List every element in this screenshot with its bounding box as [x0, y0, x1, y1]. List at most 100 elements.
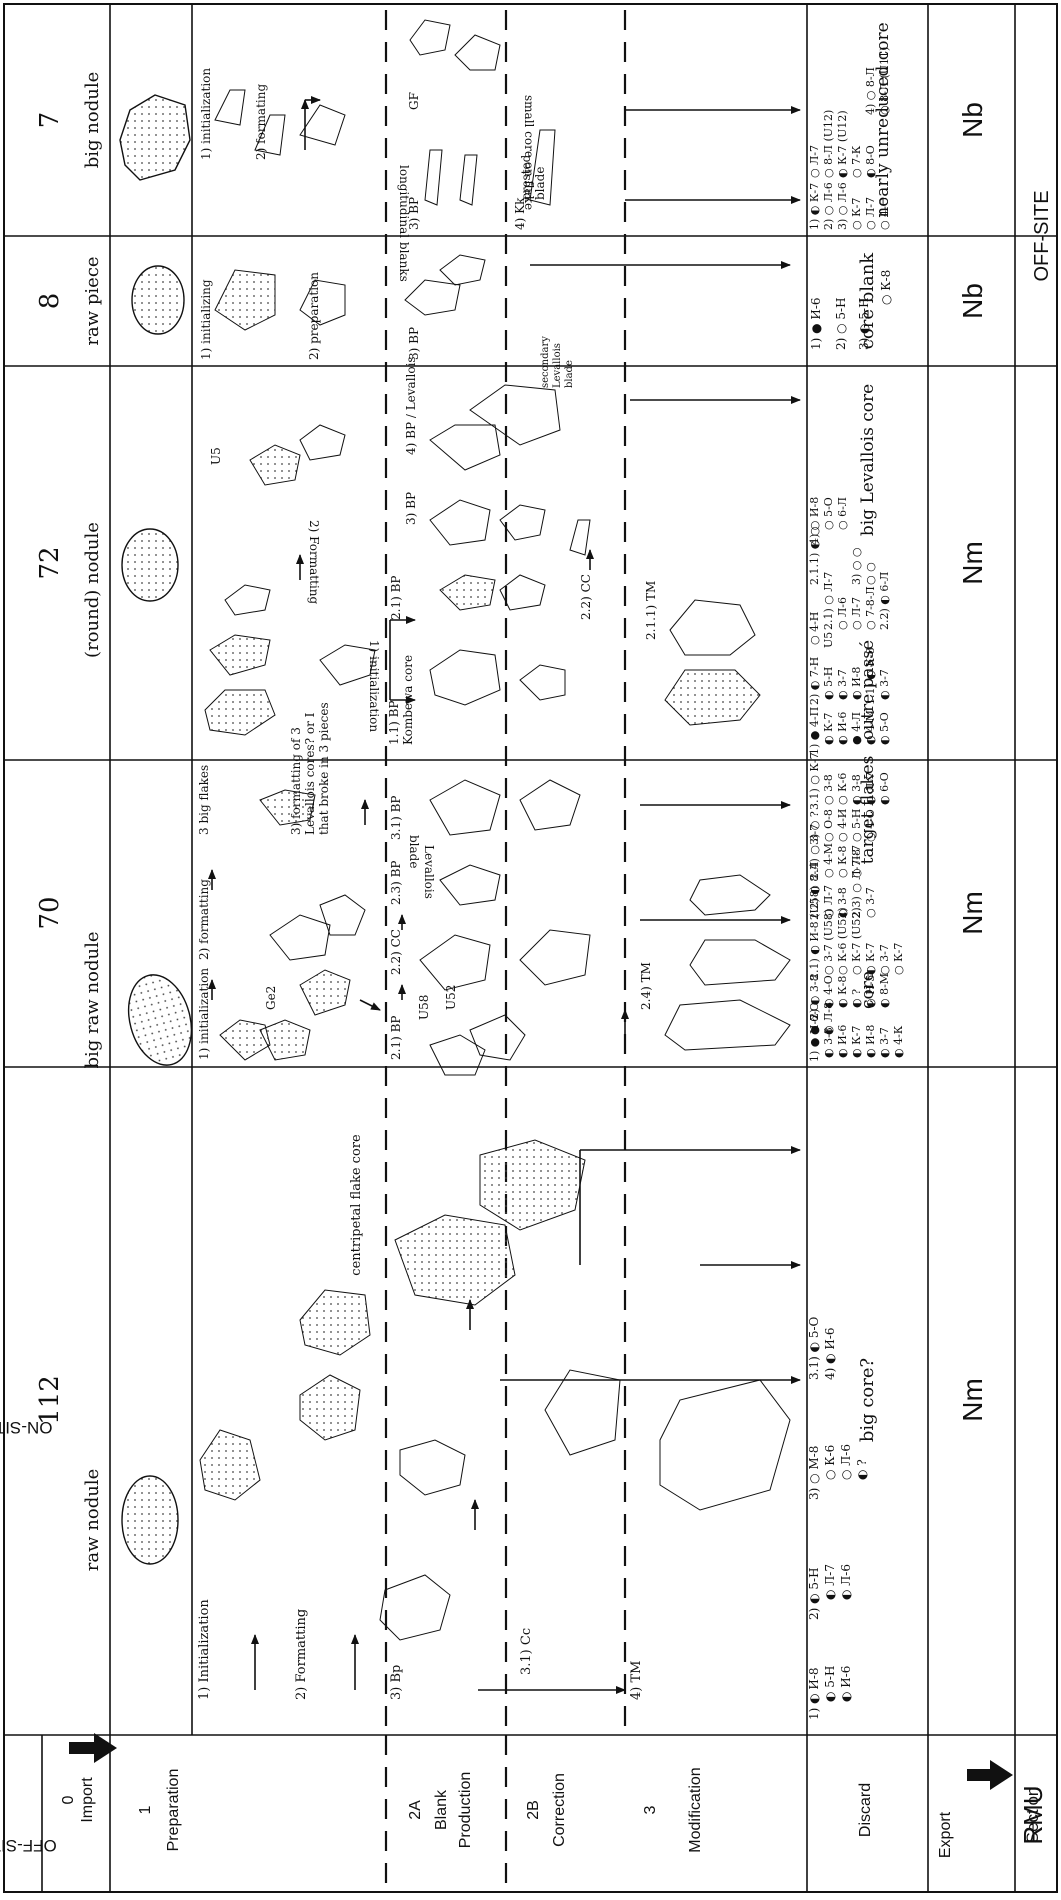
blank-sketch: [425, 150, 442, 205]
col-70-discard-block-7: 3.1) ○ К-7: [808, 752, 821, 810]
row-label-discard: Discard: [857, 1783, 874, 1837]
row-label-preparation: Preparation: [165, 1769, 182, 1852]
off-site-label-bottom: OFF-SITE: [0, 1836, 57, 1855]
flake-sketch: [320, 895, 365, 935]
col-72-discard-8: ◐ 5-Н: [822, 667, 835, 700]
raw-nodule-sketch: [122, 1476, 178, 1564]
col-7-gf: GF: [407, 92, 421, 110]
col-70-ge2: Ge2: [264, 986, 278, 1010]
tool-sketch: [665, 670, 760, 725]
core-sketch: [395, 1215, 515, 1305]
flake-sketch: [430, 500, 490, 545]
col-70-step-31: 3.1) BP: [389, 796, 403, 840]
export-arrow-icon: [967, 1760, 1013, 1790]
col-112-export: big core?: [857, 1358, 878, 1442]
col-112-step-3: 3) Bp: [389, 1665, 404, 1700]
col-7-discard-8: ○ 7-К: [850, 145, 863, 178]
col-72-discard-14: ○ 4-Н: [808, 612, 821, 645]
off-site-label: OFF-SITE: [1031, 190, 1053, 281]
col-7-small-core: small core on flake: [522, 95, 536, 210]
col-70-levallois: Levallois: [422, 845, 436, 899]
row-number-modification: 3: [642, 1805, 659, 1814]
flake-sketch: [300, 105, 345, 145]
col-70-step-1: 1) initialization: [197, 968, 211, 1060]
col-72-discard-6: ◐ 5-О: [878, 712, 891, 745]
col-72-discard-19: 2.2) ◐ 6-Л: [878, 572, 891, 630]
flake-sketch: [300, 970, 350, 1015]
col-70-blade: blade: [407, 835, 421, 868]
col-70-step-21: 2.1) BP: [389, 1016, 403, 1060]
col-112-discard-4: 2) ◐ 5-Н: [807, 1567, 821, 1620]
col-72-secondary: secondary: [540, 336, 551, 388]
row-label-modification: Modification: [687, 1767, 704, 1852]
col-70-discard-21: ◐ 3-8: [836, 887, 849, 918]
col-112-discard-9: ○ Л-6: [839, 1444, 853, 1480]
col-72-step-21: 2.1) BP: [389, 576, 403, 620]
flake-sketch: [440, 865, 500, 905]
core-sketch: [470, 385, 560, 445]
col-72-discard-21: 3) ○ ○: [850, 548, 863, 585]
col-72-discard-3: ◐ И-6: [836, 712, 849, 745]
col-112-discard-1: 1) ◐ И-8: [807, 1667, 821, 1720]
correction-sketch: [545, 1370, 620, 1455]
col-70-step-3d: that broke in 3 pieces: [317, 702, 331, 835]
col-70-discard-13: ◐ 8-М: [878, 973, 891, 1008]
col-70-discard-20: ○ Л-7: [822, 885, 835, 918]
col-72-step-4: 4) BP / Levallois: [404, 356, 418, 455]
row-number-correction: 2B: [525, 1800, 542, 1820]
col-8-number: 8: [35, 293, 65, 310]
col-72-discard-16: ○ Л-6: [836, 597, 849, 630]
col-70-export-target: target flakes: [858, 756, 878, 865]
col-7-step-1: 1) initialization: [199, 68, 213, 160]
flake-sketch: [220, 1020, 270, 1060]
row-number-blank: 2A: [407, 1800, 424, 1820]
phase-separators: [386, 10, 625, 1890]
col-72-raw: (round) nodule: [82, 522, 103, 658]
col-70-discard-10: ◐ К-8: [836, 976, 849, 1008]
col-7-discard-4: ○ 8-Л (U12): [822, 110, 835, 178]
col-112-raw: raw nodule: [82, 1469, 103, 1571]
flake-sketch: [270, 915, 330, 960]
row-label-correction: Correction: [551, 1773, 568, 1847]
tool-sketch: [690, 875, 770, 915]
col-112-discard-6: ◐ Л-6: [839, 1564, 853, 1600]
col-7-discard-2: ○ Л-7: [808, 145, 821, 178]
col-70-discard-19: ○ К-7: [892, 943, 905, 975]
col-72-discard-13: U5: [822, 632, 835, 648]
core-sketch: [480, 1140, 585, 1230]
col-112-step-2: 2) Formatting: [294, 1609, 309, 1700]
col-70-discard-31: ○ 3-8: [822, 774, 835, 805]
col-70-number: 70: [35, 896, 65, 929]
row-number-import: 0: [60, 1795, 77, 1804]
col-8-discard-4: ○ К-8: [879, 270, 893, 305]
col-72-step-22: 2.2) CC: [579, 574, 593, 620]
col-112-discard-8: ○ К-6: [823, 1445, 837, 1480]
col-7-longitudinal: longitudinal blanks: [397, 165, 411, 282]
column-112: 112 raw nodule 1) Initialization 2) Form…: [35, 1134, 988, 1720]
col-70-discard-32: ○ К-6: [836, 773, 849, 805]
big-raw-nodule-sketch: [119, 968, 201, 1072]
col-72-step-3: 3) BP: [404, 492, 418, 525]
blank-sketch: [460, 155, 477, 205]
col-8-discard-1: 1) ● И-6: [809, 297, 823, 350]
col-7-discard-6: ◐ К-7 (U12): [836, 110, 849, 178]
col-8-step-3: 3) BP: [407, 327, 421, 360]
col-72-discard-25: ○ 6-Л: [836, 497, 849, 530]
flake-sketch: [200, 1430, 260, 1500]
big-nodule-sketch: [120, 95, 190, 180]
col-112-discard-11: 3.1) ◐ 5-О: [807, 1316, 821, 1380]
col-70-discard-27: ○ О-8: [822, 809, 835, 842]
flake-sketch: [430, 425, 500, 470]
col-70-step-23: 2.3) BP: [389, 861, 403, 905]
col-70-discard-25: ○ К-8: [836, 846, 849, 878]
flake-sketch: [300, 1290, 370, 1355]
col-70-discard-6: ◐ 4-К: [892, 1025, 905, 1058]
col-72-discard-9: ◐ 3-7: [836, 669, 849, 700]
col-7-section: Nb: [957, 102, 988, 138]
col-72-levallois: Levallois: [552, 343, 563, 388]
row-label-section: Section: [1023, 1787, 1042, 1844]
col-70-discard-2: ◐ И-6: [836, 1025, 849, 1058]
col-112-discard-12: 4) ◐ И-6: [823, 1327, 837, 1380]
col-70-discard-28: ○ 4-И: [836, 809, 849, 842]
